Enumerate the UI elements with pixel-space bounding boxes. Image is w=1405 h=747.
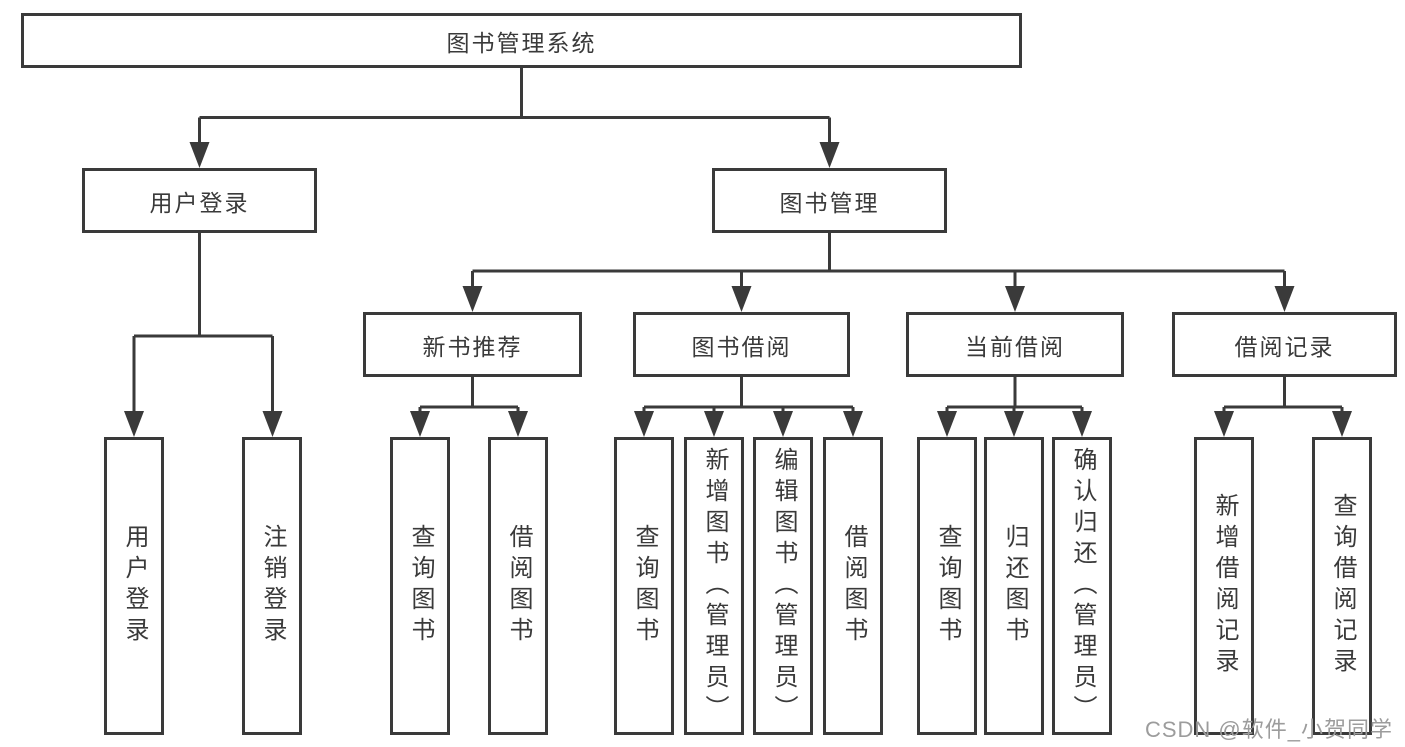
leaf-label: 查询图书 xyxy=(631,524,658,648)
leaf-query-books-borrow: 查询图书 xyxy=(614,437,674,735)
csdn-watermark: CSDN @软件_小贺同学 xyxy=(1144,717,1393,742)
leaf-borrow-books-recommend: 借阅图书 xyxy=(488,437,548,735)
leaf-query-books-current: 查询图书 xyxy=(917,437,977,735)
leaf-label: 借阅图书 xyxy=(840,524,867,648)
leaf-label: 编辑图书（管理员） xyxy=(770,446,797,726)
node-label: 图书管理 xyxy=(779,189,880,216)
leaf-label: 查询借阅记录 xyxy=(1329,493,1356,679)
node-label: 用户登录 xyxy=(149,189,250,216)
leaf-label: 确认归还（管理员） xyxy=(1069,446,1096,726)
node-label: 图书借阅 xyxy=(691,333,792,360)
node-label: 新书推荐 xyxy=(422,333,523,360)
node-user-login: 用户登录 xyxy=(82,168,317,233)
node-label: 当前借阅 xyxy=(965,333,1065,360)
node-book-borrow: 图书借阅 xyxy=(633,312,850,377)
node-book-management: 图书管理 xyxy=(712,168,947,233)
leaf-label: 归还图书 xyxy=(1001,524,1028,648)
leaf-label: 查询图书 xyxy=(407,524,434,648)
leaf-label: 查询图书 xyxy=(934,524,961,648)
leaf-label: 用户登录 xyxy=(121,524,148,648)
node-label: 借阅记录 xyxy=(1234,333,1335,360)
leaf-label: 新增图书（管理员） xyxy=(701,446,728,726)
leaf-edit-books-admin: 编辑图书（管理员） xyxy=(753,437,813,735)
leaf-return-books: 归还图书 xyxy=(984,437,1044,735)
leaf-label: 借阅图书 xyxy=(505,524,532,648)
leaf-query-borrow-record: 查询借阅记录 xyxy=(1312,437,1372,735)
leaf-borrow-books: 借阅图书 xyxy=(823,437,883,735)
leaf-confirm-return-admin: 确认归还（管理员） xyxy=(1052,437,1112,735)
leaf-label: 新增借阅记录 xyxy=(1211,493,1238,679)
leaf-add-books-admin: 新增图书（管理员） xyxy=(684,437,744,735)
leaf-query-books-recommend: 查询图书 xyxy=(390,437,450,735)
leaf-user-login: 用户登录 xyxy=(104,437,164,735)
node-borrow-records: 借阅记录 xyxy=(1172,312,1397,377)
node-label: 图书管理系统 xyxy=(446,29,597,56)
leaf-add-borrow-record: 新增借阅记录 xyxy=(1194,437,1254,735)
node-library-management-system: 图书管理系统 xyxy=(21,13,1022,68)
leaf-logout: 注销登录 xyxy=(242,437,302,735)
leaf-label: 注销登录 xyxy=(259,524,286,648)
node-current-borrow: 当前借阅 xyxy=(906,312,1124,377)
node-new-book-recommend: 新书推荐 xyxy=(363,312,582,377)
